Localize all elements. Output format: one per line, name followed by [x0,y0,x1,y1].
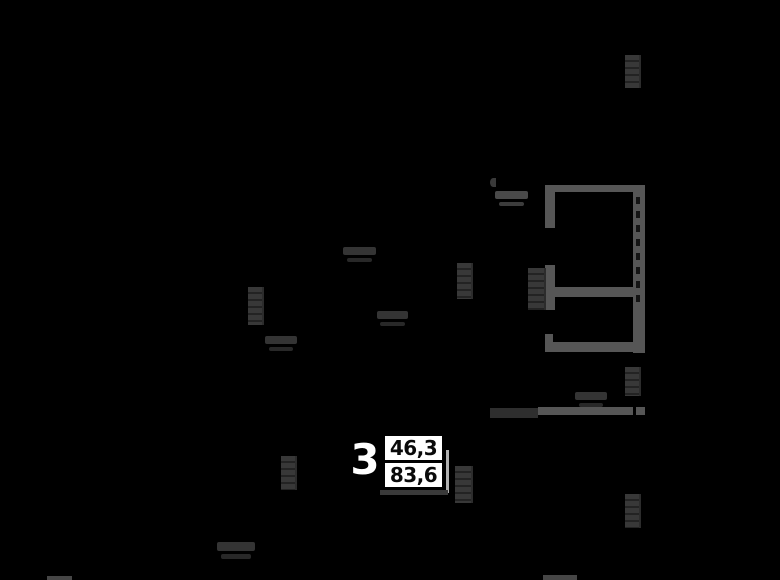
room-label-blob [495,191,528,206]
label-line [377,311,408,319]
room-wall-mid [553,287,633,297]
area-value-total: 83,6 [389,463,438,487]
room-wall-top [545,185,645,192]
radiator-hatch-icon [625,367,641,396]
label-line [265,336,297,344]
area-badge: 46,3 83,6 [382,433,445,490]
label-line [221,554,251,559]
badge-shadow [380,490,448,495]
room-wall-left-lower [545,265,555,310]
corridor-wall [538,407,633,415]
radiator-hatch-icon [455,466,473,503]
window-dash-line [636,197,640,309]
room-label-blob [343,247,376,262]
room-label-blob [575,392,607,407]
label-line [346,258,373,262]
label-line [498,202,525,206]
label-line [217,542,255,551]
radiator-hatch-icon [528,268,546,310]
corridor-wall-end-cap [636,407,645,415]
bottom-edge-strip [47,576,72,580]
radiator-hatch-icon [281,456,297,490]
radiator-hatch-icon [625,55,641,88]
bottom-edge-strip [543,575,577,580]
label-line [575,392,607,400]
label-line [495,191,528,199]
room-label-blob [377,311,408,326]
room-wall-right [633,185,645,353]
radiator-hatch-icon [457,263,473,299]
label-line [268,347,294,351]
room-label-blob [217,542,255,559]
badge-shadow [446,450,449,493]
label-line [578,403,604,407]
rooms-count: 3 [350,435,380,484]
label-line [343,247,376,255]
radiator-hatch-icon [248,287,264,325]
room-wall-bottom [545,342,645,352]
label-line [380,322,405,326]
room-label-blob [265,336,297,351]
area-value-living: 46,3 [385,436,442,463]
door-arc-mark [490,178,496,187]
radiator-hatch-icon [625,494,641,528]
room-wall-left-upper [545,188,555,228]
corridor-wall-door-segment [490,408,538,418]
